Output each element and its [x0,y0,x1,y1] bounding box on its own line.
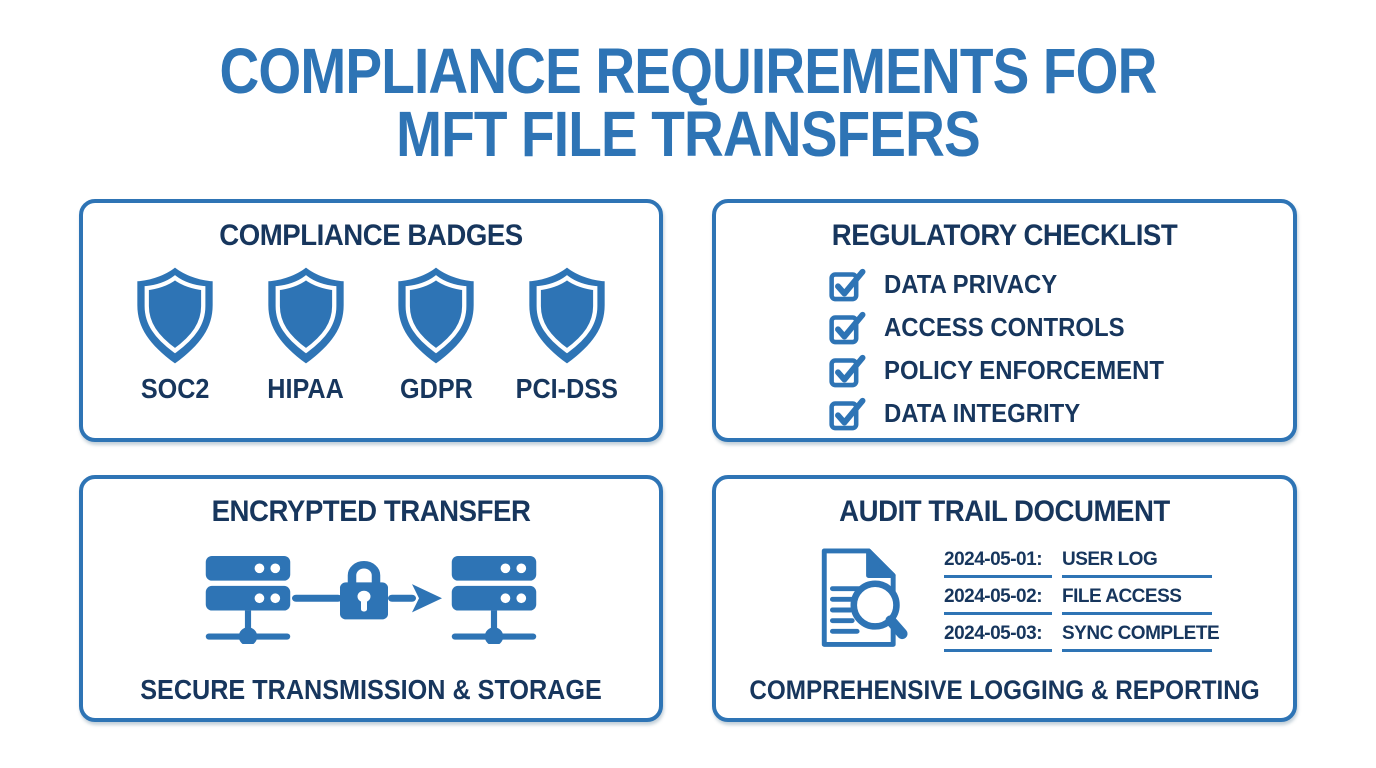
checkbox-checked-icon [829,311,866,345]
badge-label: GDPR [399,373,473,404]
log-date: 2024-05-02: [944,586,1052,615]
audit-log-list: 2024-05-01: USER LOG 2024-05-02: FILE AC… [944,549,1220,660]
checkbox-checked-icon [829,397,866,431]
checklist-item-access-controls: ACCESS CONTROLS [828,309,1293,346]
audit-illustration: 2024-05-01: USER LOG 2024-05-02: FILE AC… [816,546,1293,660]
audit-caption: COMPREHENSIVE LOGGING & REPORTING [749,675,1260,705]
log-date: 2024-05-03: [944,623,1052,652]
panel-encrypted-transfer: ENCRYPTED TRANSFER [79,475,663,722]
badges-row: SOC2 HIPAA GDPR PCI-DSS [83,253,659,405]
log-event: SYNC COMPLETE [1062,623,1220,652]
checklist-item-label: DATA PRIVACY [884,269,1058,299]
checklist-items: DATA PRIVACY ACCESS CONTROLS POLICY ENFO… [828,266,1293,432]
log-date: 2024-05-01: [944,549,1052,578]
checklist-item-label: DATA INTEGRITY [884,398,1081,428]
badge-soc2: SOC2 [113,265,237,405]
badges-heading: COMPLIANCE BADGES [219,219,523,252]
badge-gdpr: GDPR [374,265,498,405]
checklist-item-data-integrity: DATA INTEGRITY [828,395,1293,432]
server-icon [205,556,291,644]
log-event: USER LOG [1062,549,1212,578]
checkbox-checked-icon [829,354,866,388]
page-title-line2: MFT FILE TRANSFERS [396,98,981,170]
badge-label: HIPAA [267,373,344,404]
checklist-item-label: POLICY ENFORCEMENT [884,355,1164,385]
audit-log-row: 2024-05-03: SYNC COMPLETE [944,623,1220,652]
transfer-line [292,594,342,602]
badge-pci-dss: PCI-DSS [505,265,629,405]
checkbox-checked-icon [829,268,866,302]
magnifier-icon [850,580,900,630]
shield-icon [267,267,344,364]
page-title: COMPLIANCE REQUIREMENTS FOR MFT FILE TRA… [96,35,1279,170]
transfer-heading: ENCRYPTED TRANSFER [211,495,531,528]
panel-audit-trail: AUDIT TRAIL DOCUMENT 2024-05-01: USER LO… [712,475,1297,722]
badge-label: PCI-DSS [515,373,619,404]
badge-label: SOC2 [140,373,210,404]
padlock-shackle [347,561,381,585]
shield-icon [398,267,474,364]
checklist-heading: REGULATORY CHECKLIST [831,219,1178,252]
panel-compliance-badges: COMPLIANCE BADGES SOC2 HIPAA GDPR [79,199,663,442]
checklist-item-label: ACCESS CONTROLS [884,312,1125,342]
transfer-illustration [83,556,659,644]
audit-heading: AUDIT TRAIL DOCUMENT [839,495,1170,528]
shield-icon [137,267,213,364]
audit-log-row: 2024-05-01: USER LOG [944,549,1212,578]
panel-regulatory-checklist: REGULATORY CHECKLIST DATA PRIVACY ACCESS… [712,199,1297,442]
badge-hipaa: HIPAA [244,265,368,405]
shield-icon [529,267,605,364]
padlock-arrow-icon [292,561,442,620]
transfer-caption: SECURE TRANSMISSION & STORAGE [140,674,602,705]
page-title-line1: COMPLIANCE REQUIREMENTS FOR [219,35,1158,107]
checklist-item-policy-enforcement: POLICY ENFORCEMENT [828,352,1293,389]
server-icon [451,556,537,644]
audit-log-row: 2024-05-02: FILE ACCESS [944,586,1212,615]
document-magnifier-icon [821,548,908,647]
arrow-right-icon [412,584,442,613]
checklist-item-data-privacy: DATA PRIVACY [828,266,1293,303]
log-event: FILE ACCESS [1062,586,1212,615]
